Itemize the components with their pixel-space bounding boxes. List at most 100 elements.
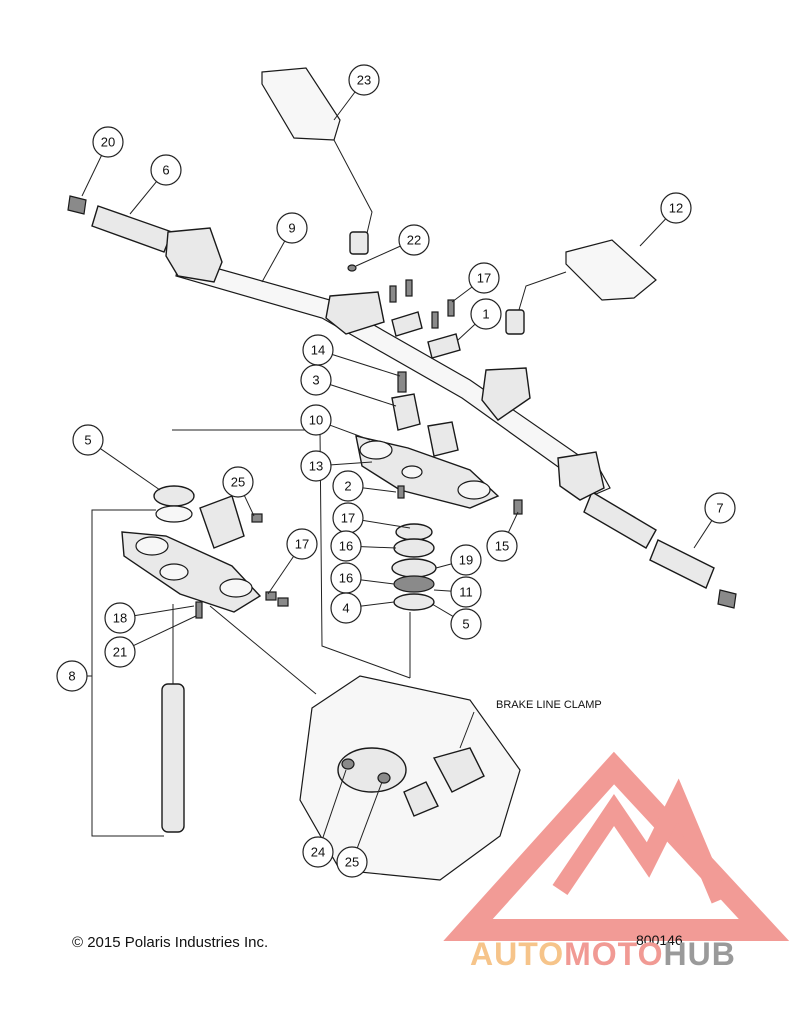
callout-leader — [261, 240, 286, 283]
bolt-2 — [397, 485, 405, 499]
callout-leader — [129, 181, 157, 215]
bolt-17-d — [447, 299, 455, 317]
callout-number: 18 — [113, 611, 127, 626]
bearing-race — [393, 575, 435, 593]
callout-number: 8 — [68, 669, 75, 684]
callout-layer: 2320692212171143101321715161916114575251… — [56, 64, 736, 878]
callout-1: 1 — [457, 298, 502, 341]
callout-17: 17 — [267, 528, 318, 595]
callout-leader — [639, 218, 667, 247]
callout-11: 11 — [433, 576, 482, 608]
callout-19: 19 — [435, 544, 482, 576]
callout-number: 5 — [84, 433, 91, 448]
callout-circle — [286, 528, 318, 560]
callout-number: 15 — [495, 539, 509, 554]
callout-22: 22 — [355, 224, 430, 267]
callout-leader — [451, 286, 473, 303]
bar-clamp-upper-b — [427, 333, 461, 359]
callout-12: 12 — [639, 192, 692, 247]
callout-number: 5 — [462, 617, 469, 632]
left-grip — [91, 205, 173, 253]
upper-clamp-bore-center — [401, 465, 423, 479]
callout-number: 6 — [162, 163, 169, 178]
callout-leader — [457, 323, 476, 341]
callout-10: 10 — [300, 404, 371, 441]
callout-number: 25 — [231, 475, 245, 490]
callout-circle — [276, 212, 308, 244]
watermark-text: AUTOMOTOHUB — [470, 936, 736, 973]
callout-circle — [300, 364, 332, 396]
callout-number: 19 — [459, 553, 473, 568]
callout-circle — [222, 466, 254, 498]
callout-leader — [360, 579, 395, 585]
callout-leader — [333, 91, 356, 121]
brake-master-cylinder — [481, 367, 531, 421]
detail-inset-outline — [299, 675, 521, 881]
callout-number: 25 — [345, 855, 359, 870]
left-switch-housing — [165, 227, 223, 283]
callout-number: 12 — [669, 201, 683, 216]
callout-circle — [302, 836, 334, 868]
bearing-upper — [391, 558, 437, 578]
callout-number: 4 — [342, 601, 349, 616]
callout-13: 13 — [300, 450, 373, 482]
callout-number: 9 — [288, 221, 295, 236]
callout-number: 17 — [341, 511, 355, 526]
callout-circle — [72, 424, 104, 456]
detail-bolt-25 — [377, 772, 391, 784]
callout-3: 3 — [300, 364, 397, 407]
right-mirror-glass — [565, 239, 657, 301]
callout-circle — [56, 660, 88, 692]
callout-number: 3 — [312, 373, 319, 388]
callout-number: 17 — [477, 271, 491, 286]
right-switch-housing — [557, 451, 605, 501]
callout-circle — [470, 298, 502, 330]
callout-leader — [360, 601, 395, 607]
callout-5: 5 — [431, 603, 482, 640]
callout-leader — [433, 589, 452, 592]
callout-leader — [243, 495, 255, 517]
right-mirror-mount — [505, 309, 525, 335]
callout-circle — [150, 154, 182, 186]
callout-leader — [330, 384, 397, 407]
watermark-text-hub: HUB — [663, 936, 736, 972]
detail-bolt-24 — [341, 758, 355, 770]
callout-circle — [486, 530, 518, 562]
detail-clamp-pad — [403, 781, 439, 817]
parts-drawing — [67, 67, 737, 881]
callout-leader — [693, 520, 713, 549]
brake-label-leader — [459, 711, 475, 749]
right-mirror-stem — [515, 271, 567, 321]
callout-number: 22 — [407, 233, 421, 248]
callout-circle — [104, 602, 136, 634]
upper-clamp-bore-left — [359, 440, 393, 460]
bar-end-plug-right — [717, 589, 737, 609]
bolt-21 — [195, 601, 203, 619]
callout-circle — [300, 450, 332, 482]
lower-clamp-bore-right — [219, 578, 253, 598]
detail-brake-clamp — [432, 747, 485, 793]
watermark-logo — [443, 751, 790, 941]
callout-circle — [300, 404, 332, 436]
lower-clamp-bore-left — [135, 536, 169, 556]
riser-right — [427, 421, 459, 457]
callout-leader — [507, 511, 519, 533]
left-mirror-stem — [333, 139, 373, 247]
right-grip — [583, 490, 657, 549]
callout-circle — [336, 846, 368, 878]
exploded-view-frame — [172, 429, 411, 679]
callout-leader — [100, 448, 161, 491]
left-mirror-mount — [349, 231, 369, 255]
callout-number: 1 — [482, 307, 489, 322]
bar-clamp-upper-a — [391, 311, 423, 337]
callout-leader — [330, 461, 373, 466]
callout-leader — [431, 603, 454, 617]
bolt-17-a — [405, 279, 413, 297]
callout-20: 20 — [81, 126, 124, 197]
callout-leader — [81, 155, 102, 197]
callout-number: 2 — [344, 479, 351, 494]
callout-number: 10 — [309, 413, 323, 428]
callout-2: 2 — [332, 470, 397, 502]
callout-leader — [362, 487, 397, 493]
callout-leader — [356, 781, 383, 849]
